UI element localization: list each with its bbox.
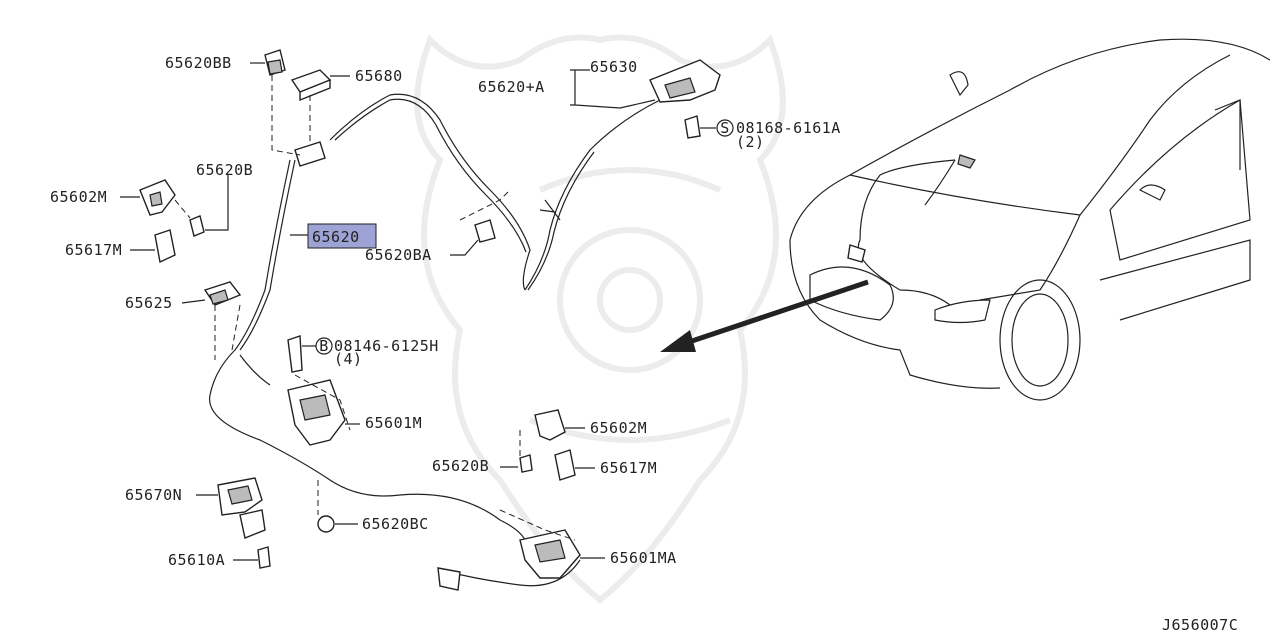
- part-65601MA-shape: [437, 529, 581, 591]
- s-symbol-text: S: [720, 119, 730, 137]
- symbol-s: S: [716, 119, 734, 137]
- watermark-emblem: [414, 34, 786, 604]
- part-65610A-shape: [257, 546, 271, 569]
- label-65670N: 65670N: [125, 486, 182, 504]
- highlight-box-65620: [307, 223, 377, 249]
- label-65601MA: 65601MA: [610, 549, 677, 567]
- label-08168-qty: (2): [736, 133, 765, 151]
- hood-release-cable: [209, 93, 661, 587]
- label-65602M-right: 65602M: [590, 419, 647, 437]
- b-symbol-text: B: [319, 337, 329, 355]
- part-65620BB-shape: [264, 49, 286, 76]
- label-65620B-bottom: 65620B: [432, 457, 489, 475]
- dashed-leaders: [174, 75, 576, 541]
- label-65680: 65680: [355, 67, 403, 85]
- label-65620BA: 65620BA: [365, 246, 432, 264]
- part-65630-shape: [649, 59, 721, 139]
- part-65625-shape: [203, 281, 242, 306]
- part-65617M-right-shape: [554, 449, 576, 481]
- label-65620A: 65620+A: [478, 78, 545, 96]
- part-65680-shape: [290, 69, 332, 102]
- symbol-b: B: [315, 337, 333, 355]
- label-leaders: [120, 62, 716, 561]
- label-08146-qty: (4): [334, 350, 363, 368]
- label-65620: 65620: [312, 228, 360, 246]
- part-65602M-left-shape: [139, 179, 205, 237]
- label-08146: 08146-6125H: [334, 337, 439, 355]
- part-65670N-shape: [217, 477, 266, 539]
- label-65620B-top: 65620B: [196, 161, 253, 179]
- car-illustration: [660, 38, 1271, 401]
- part-65620BA-shape: [474, 219, 496, 243]
- label-65617M-right: 65617M: [600, 459, 657, 477]
- diagram-id: J656007C: [1162, 616, 1238, 634]
- label-65625: 65625: [125, 294, 173, 312]
- part-65601M-shape: [287, 335, 346, 446]
- label-08168: 08168-6161A: [736, 119, 841, 137]
- part-65617M-left-shape: [154, 229, 176, 264]
- label-65630: 65630: [590, 58, 638, 76]
- label-65620BB: 65620BB: [165, 54, 232, 72]
- label-65620BC: 65620BC: [362, 515, 429, 533]
- part-labels: 65620BB 65680 65630 65620+A 08168-6161A …: [50, 54, 841, 569]
- label-65617M-left: 65617M: [65, 241, 122, 259]
- part-65602M-right-shape: [519, 409, 566, 473]
- label-65602M-left: 65602M: [50, 188, 107, 206]
- label-65610A: 65610A: [168, 551, 225, 569]
- part-65620B-top-shape: [294, 141, 326, 167]
- label-65601M: 65601M: [365, 414, 422, 432]
- part-65620BC-shape: [317, 515, 335, 533]
